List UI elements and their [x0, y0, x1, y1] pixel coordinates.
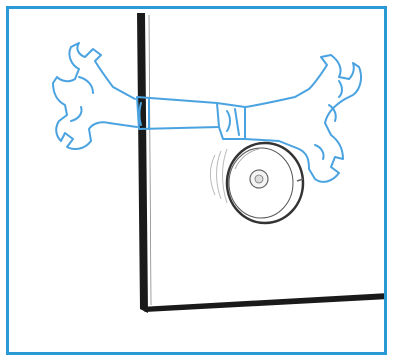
assembly-illustration — [9, 9, 384, 352]
motion-lines — [211, 149, 228, 203]
wrench-icon — [53, 43, 361, 182]
illustration-frame — [6, 6, 387, 355]
suction-cup-icon — [227, 143, 303, 223]
